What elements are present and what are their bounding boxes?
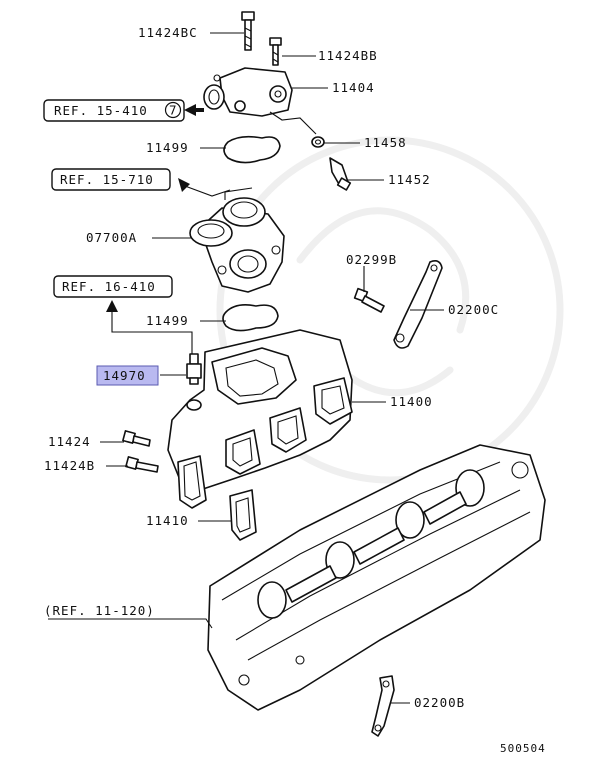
bolt-11424B xyxy=(125,456,159,473)
callout-11452[interactable]: 11452 xyxy=(388,172,431,187)
callout-11458[interactable]: 11458 xyxy=(364,135,407,150)
gasket-11499-upper xyxy=(223,135,281,164)
ref-circle-number: 7 xyxy=(169,103,178,118)
intake-manifold-11400 xyxy=(167,329,353,509)
ref-label-15-710: REF. 15-710 xyxy=(60,172,154,187)
ref-label-15-410: REF. 15-410 xyxy=(54,103,148,118)
bracket-02200C xyxy=(393,260,443,349)
callout-11424BB[interactable]: 11424BB xyxy=(318,48,378,63)
sensor-14970 xyxy=(186,353,202,385)
callout-14970[interactable]: 14970 xyxy=(103,368,146,383)
ref-label-16-410: REF. 16-410 xyxy=(62,279,156,294)
callout-11400[interactable]: 11400 xyxy=(390,394,433,409)
ref-box-15-410[interactable]: REF. 15-410 7 xyxy=(43,99,185,122)
gasket-11499-lower xyxy=(222,304,279,332)
callout-11410[interactable]: 11410 xyxy=(146,513,189,528)
callout-11424BC[interactable]: 11424BC xyxy=(138,25,198,40)
callout-11424[interactable]: 11424 xyxy=(48,434,91,449)
arrow-left-icon xyxy=(184,104,204,116)
cylinder-head xyxy=(207,444,546,711)
callout-07700A[interactable]: 07700A xyxy=(86,230,137,245)
gasket-11410 xyxy=(229,489,257,541)
thermostat-housing-11404 xyxy=(203,67,293,117)
bolt-11424 xyxy=(122,430,151,447)
arrow-up-icon-egr xyxy=(178,178,190,192)
callout-11499-lower[interactable]: 11499 xyxy=(146,313,189,328)
callout-11424B[interactable]: 11424B xyxy=(44,458,95,473)
ref-label-11-120[interactable]: (REF. 11-120) xyxy=(44,603,155,618)
ref-box-16-410[interactable]: REF. 16-410 xyxy=(53,275,173,298)
sensor-11452 xyxy=(329,157,352,191)
highlight-14970 xyxy=(96,365,159,386)
callout-02200B[interactable]: 02200B xyxy=(414,695,465,710)
bracket-02200B xyxy=(371,675,395,737)
bolt-11424BB xyxy=(269,37,282,66)
ref-box-15-710[interactable]: REF. 15-710 xyxy=(51,168,171,191)
callout-02200C[interactable]: 02200C xyxy=(448,302,499,317)
callout-02299B[interactable]: 02299B xyxy=(346,252,397,267)
egr-valve-07700A xyxy=(189,187,285,293)
callout-11499-upper[interactable]: 11499 xyxy=(146,140,189,155)
arrow-up-icon-ref16 xyxy=(106,300,118,312)
diagram-id: 500504 xyxy=(500,742,546,755)
bolt-11424BC xyxy=(241,11,255,51)
gasket-11458 xyxy=(311,136,325,148)
bolt-02299B xyxy=(353,287,385,313)
callout-11404[interactable]: 11404 xyxy=(332,80,375,95)
